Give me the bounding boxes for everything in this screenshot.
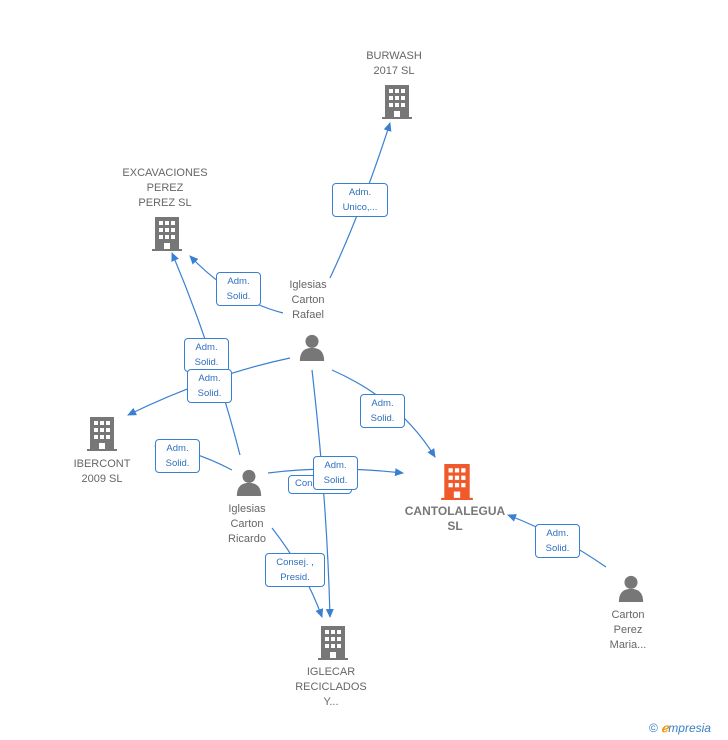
node-label-maria[interactable]: Carton Perez Maria... [609, 609, 647, 651]
edge-label-maria-cantolalegua[interactable]: Adm. Solid. [535, 524, 580, 558]
edge-rafael-iglecar [311, 369, 334, 618]
person-icon[interactable] [618, 575, 644, 602]
node-label-cantolalegua[interactable]: CANTOLALEGUA SL [404, 504, 506, 533]
node-label-ibercont[interactable]: IBERCONT 2009 SL [73, 458, 131, 485]
copyright-icon: © [649, 721, 658, 735]
edge-label-rafael-excavaciones[interactable]: Adm. Solid. [216, 272, 261, 306]
edge-label-rafael-ibercont[interactable]: Adm. Solid. [187, 369, 232, 403]
building-icon[interactable] [441, 464, 473, 500]
building-icon[interactable] [382, 85, 412, 119]
edge-label-ricardo-ibercont[interactable]: Adm. Solid. [155, 439, 200, 473]
person-icon[interactable] [236, 469, 262, 496]
building-icon[interactable] [152, 217, 182, 251]
node-label-rafael[interactable]: Iglesias Carton Rafael [289, 279, 327, 321]
node-label-iglecar[interactable]: IGLECAR RECICLADOS Y... [295, 666, 367, 708]
edge-label-rafael-cantolalegua[interactable]: Adm. Solid. [360, 394, 405, 428]
brand-footer[interactable]: © ℯmpresia [649, 721, 711, 736]
person-icon[interactable] [299, 334, 325, 361]
brand-logo-initial: ℯ [661, 721, 669, 735]
node-label-burwash[interactable]: BURWASH 2017 SL [366, 50, 422, 77]
edge-label-rafael-burwash[interactable]: Adm. Unico,... [332, 183, 388, 217]
brand-name: mpresia [668, 721, 711, 735]
building-icon[interactable] [318, 626, 348, 660]
building-icon[interactable] [87, 417, 117, 451]
edge-label-ricardo-excavaciones[interactable]: Adm. Solid. [184, 338, 229, 372]
node-label-excavaciones[interactable]: EXCAVACIONES PEREZ PEREZ SL [122, 167, 208, 209]
edge-label-rafael-iglecar[interactable]: Adm. Solid. [313, 456, 358, 490]
node-label-ricardo[interactable]: Iglesias Carton Ricardo [228, 503, 266, 545]
edge-label-ricardo-iglecar[interactable]: Consej. , Presid. [265, 553, 325, 587]
